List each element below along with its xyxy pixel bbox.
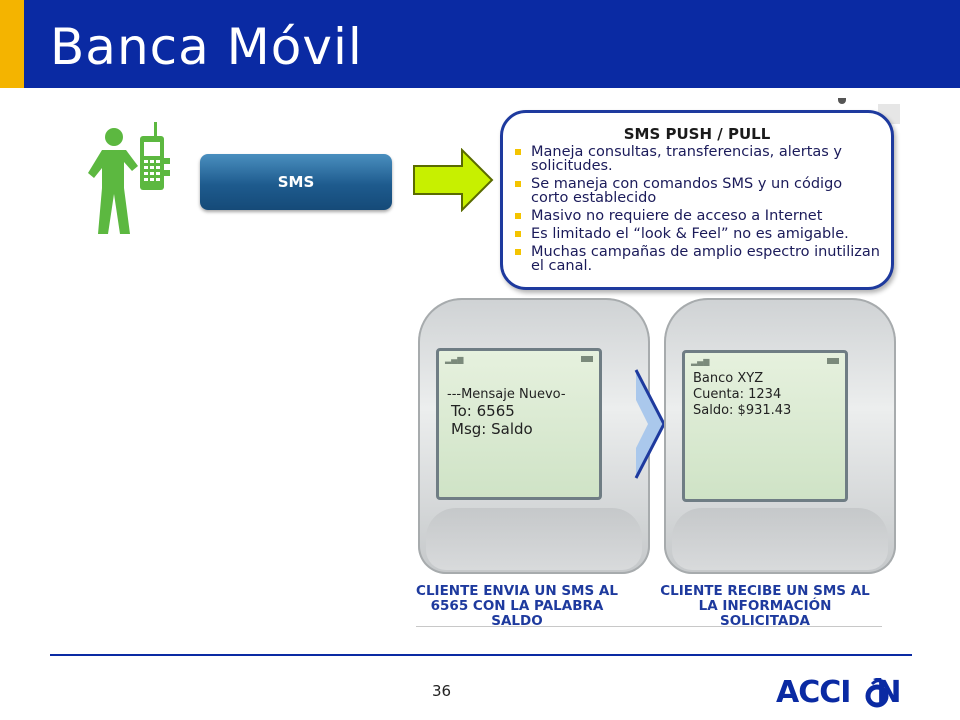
signal-icon: ▂▄▆ [691, 357, 710, 366]
phone-send: ▂▄▆ ---Mensaje Nuevo- To: 6565 Msg: Sald… [418, 298, 650, 574]
account-number: Cuenta: 1234 [693, 387, 782, 402]
arrow-right-icon [413, 148, 494, 212]
message-header: ---Mensaje Nuevo- [447, 387, 566, 402]
sent-message: ---Mensaje Nuevo- To: 6565 Msg: Saldo [447, 387, 566, 438]
phone-base [672, 508, 888, 570]
list-item: Muchas campañas de amplio espectro inuti… [515, 245, 881, 273]
caption-divider [416, 626, 882, 627]
message-recipient: To: 6565 [451, 402, 515, 420]
list-item: Es limitado el “look & Feel” no es amiga… [515, 227, 881, 241]
list-item: Se maneja con comandos SMS y un código c… [515, 177, 881, 205]
sms-channel-label: SMS [200, 154, 392, 210]
bank-name: Banco XYZ [693, 371, 764, 386]
phone-screen: ▂▄▆ ---Mensaje Nuevo- To: 6565 Msg: Sald… [436, 348, 602, 500]
phone-screen: ▂▄▆ Banco XYZ Cuenta: 1234 Saldo: $931.4… [682, 350, 848, 502]
signal-icon: ▂▄▆ [445, 355, 464, 364]
decorative-mark [838, 98, 846, 104]
phone-receive: ▂▄▆ Banco XYZ Cuenta: 1234 Saldo: $931.4… [664, 298, 896, 574]
battery-icon [581, 356, 593, 362]
sms-box-title: SMS PUSH / PULL [623, 125, 771, 143]
sms-push-pull-box: SMS PUSH / PULL Maneja consultas, transf… [500, 110, 894, 290]
phone-base [426, 508, 642, 570]
list-item: Masivo no requiere de acceso a Internet [515, 209, 881, 223]
page-number: 36 [432, 682, 452, 700]
title-bar-accent [0, 0, 24, 88]
chevron-right-icon [634, 369, 666, 479]
logo-text-start: ACCI [776, 675, 851, 710]
title-bar [0, 0, 960, 88]
slide-title: Banca Móvil [50, 18, 363, 76]
logo-o-icon [865, 678, 889, 708]
battery-icon [827, 358, 839, 364]
receive-caption: CLIENTE RECIBE UN SMS AL LA INFORMACIÓN … [660, 583, 870, 629]
message-body: Msg: Saldo [451, 420, 533, 438]
sms-feature-list: Maneja consultas, transferencias, alerta… [515, 145, 881, 277]
account-balance: Saldo: $931.43 [693, 403, 792, 418]
received-message: Banco XYZ Cuenta: 1234 Saldo: $931.43 [693, 371, 791, 419]
footer-divider [50, 654, 912, 656]
list-item: Maneja consultas, transferencias, alerta… [515, 145, 881, 173]
send-caption: CLIENTE ENVIA UN SMS AL 6565 CON LA PALA… [416, 583, 618, 629]
person-with-phone-icon [88, 122, 170, 234]
